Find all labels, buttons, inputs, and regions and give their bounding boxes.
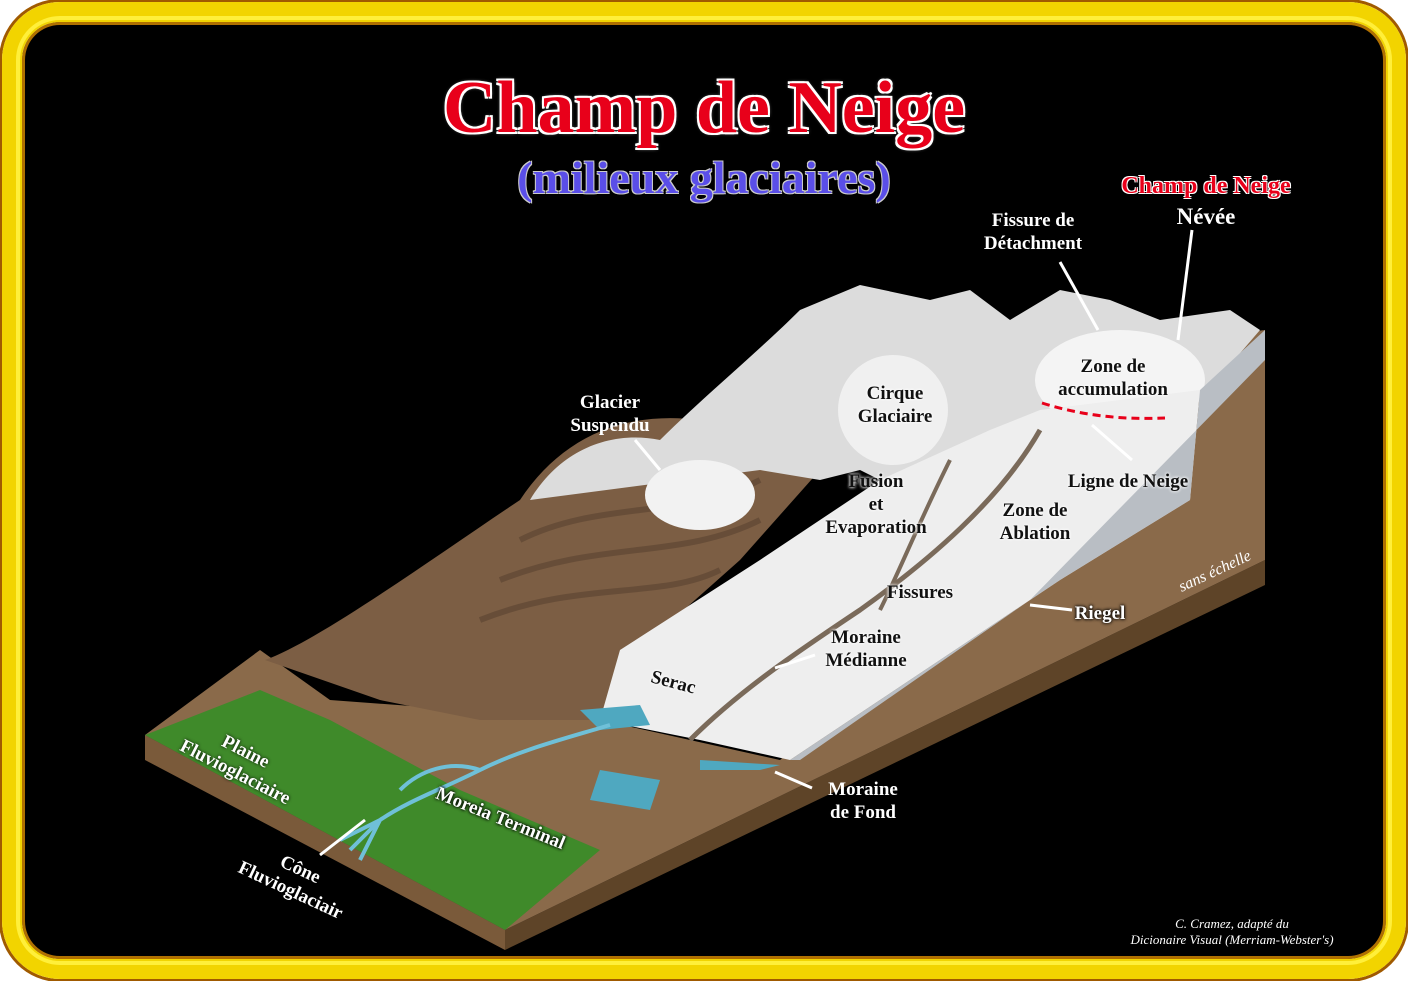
label-fusion-evaporation: Fusion et Evaporation: [806, 471, 946, 539]
credit-line-2: Dicionaire Visual (Merriam-Webster's): [1130, 932, 1334, 947]
label-glacier-suspendu: Glacier Suspendu: [550, 392, 670, 438]
green-plain: [145, 690, 600, 930]
label-line: Zone de: [1002, 500, 1068, 521]
label-line: Détachment: [983, 232, 1083, 254]
credit-line-1: C. Cramez, adapté du: [1175, 916, 1289, 931]
pointer-arrows: [319, 229, 1194, 857]
label-line: Cirque: [866, 383, 924, 404]
glacier-tongue: [600, 390, 1200, 760]
label-line: Moraine: [831, 627, 901, 648]
meltwater-streams: [339, 723, 611, 861]
hanging-glacier: [645, 460, 755, 530]
snow-line: [1041, 401, 1166, 420]
meltwater-lakes: [580, 705, 780, 810]
label-line: accumulation: [1058, 378, 1168, 400]
label-line: Glacier: [579, 392, 641, 413]
page-subtitle: (milieux glaciaires): [517, 152, 891, 203]
label-line: Ablation: [999, 522, 1071, 544]
label-cirque-glaciaire: Cirque Glaciaire: [835, 383, 955, 429]
label-nevee: Névée: [1176, 204, 1236, 229]
label-ligne-de-neige: Ligne de Neige: [1067, 471, 1189, 492]
medial-moraine: [688, 428, 1043, 742]
label-line: Moraine: [828, 779, 898, 800]
label-zone-ablation: Zone de Ablation: [975, 500, 1095, 546]
label-moraine-de-fond: Moraine de Fond: [803, 779, 923, 825]
medial-moraine-2: [878, 459, 952, 611]
label-fissure-detachment: Fissure de Détachment: [963, 210, 1103, 256]
page-title: Champ de Neige: [442, 67, 966, 149]
slab-side-right: [505, 560, 1265, 950]
label-line: Evaporation: [825, 516, 927, 538]
label-champ-de-neige: Champ de Neige: [1121, 173, 1291, 199]
label-riegel: Riegel: [1074, 603, 1126, 624]
label-zone-accumulation: Zone de accumulation: [1043, 356, 1183, 402]
label-line: Glaciaire: [857, 405, 933, 427]
label-fissures: Fissures: [886, 582, 954, 603]
label-line: Médianne: [825, 649, 907, 671]
label-line: et: [868, 493, 884, 515]
label-line: Suspendu: [570, 414, 650, 436]
label-line: Fissure de: [991, 210, 1075, 231]
label-line: de Fond: [830, 801, 896, 823]
label-line: Zone de: [1080, 356, 1146, 377]
cirque: [838, 355, 948, 465]
label-moraine-medianne: Moraine Médianne: [806, 627, 926, 673]
label-line: Fusion: [848, 471, 904, 492]
slab-side-front: [145, 735, 505, 950]
